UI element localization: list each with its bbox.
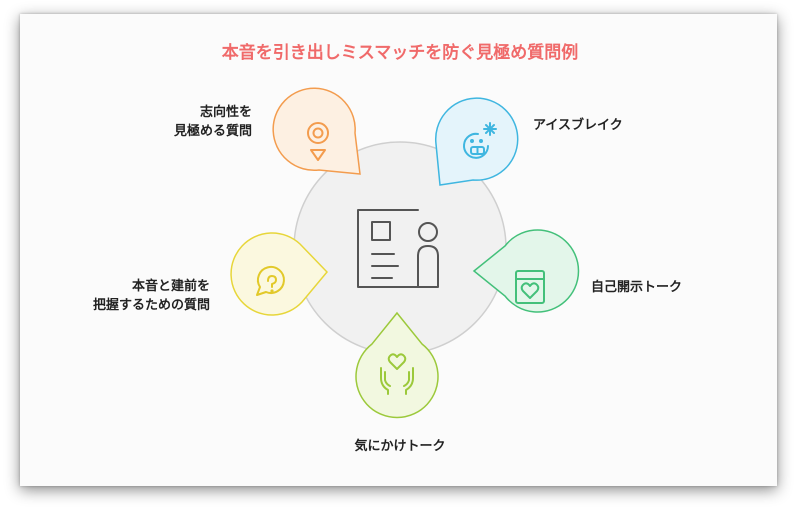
label-icebreak: アイスブレイク xyxy=(533,118,623,133)
drop-true-feelings xyxy=(230,232,329,316)
drop-orientation xyxy=(272,87,361,175)
cold-face-icon xyxy=(463,122,497,159)
label-self-disclosure: 自己開示トーク xyxy=(591,280,683,295)
profile-card-icon xyxy=(357,209,439,288)
drop-icebreak xyxy=(434,97,519,186)
question-bubble-icon xyxy=(256,266,285,296)
heart-book-icon xyxy=(515,270,545,304)
drop-self-disclosure xyxy=(472,229,580,313)
label-true-feelings: 本音と建前を 把握するための質問 xyxy=(92,279,210,313)
diagram-title: 本音を引き出しミスマッチを防ぐ見極め質問例 xyxy=(221,43,579,63)
drop-care-talk xyxy=(355,311,439,419)
label-care-talk: 気にかけトーク xyxy=(354,439,446,454)
label-orientation: 志向性を 見極める質問 xyxy=(173,105,252,139)
map-pin-icon xyxy=(307,122,329,161)
caring-hands-icon xyxy=(380,353,414,395)
